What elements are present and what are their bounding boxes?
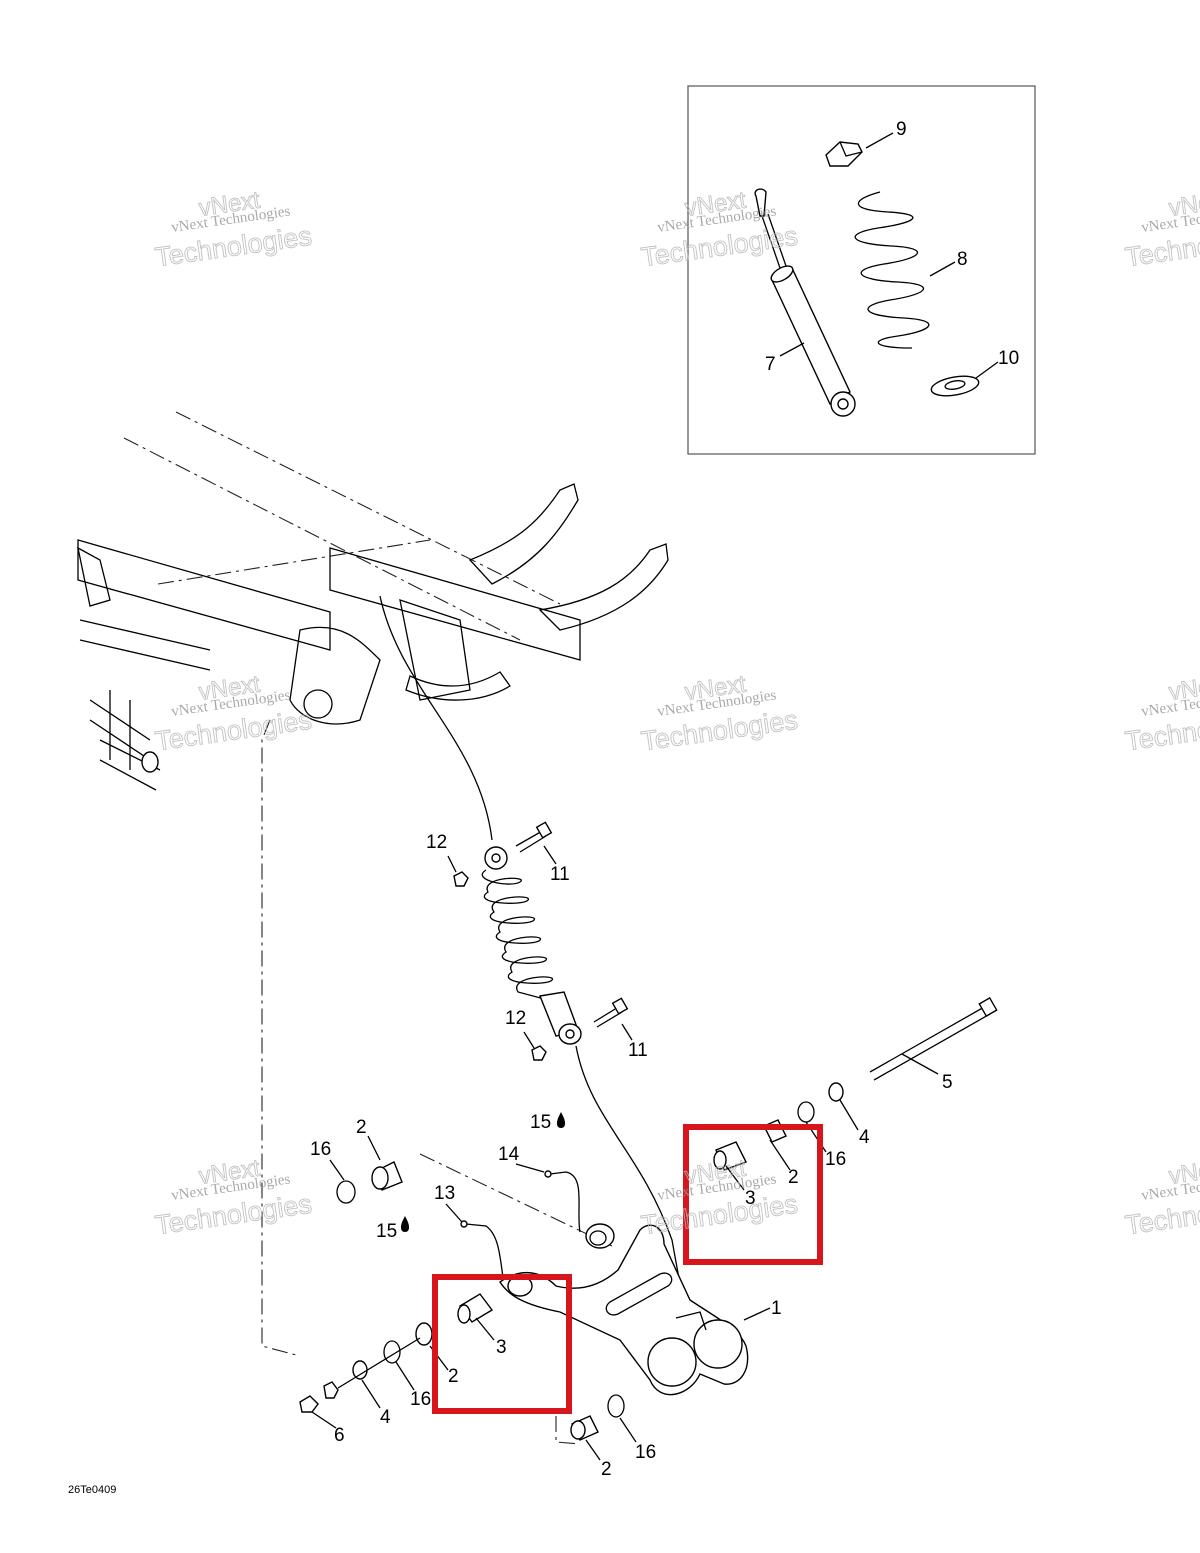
mount-leader-line [261,719,301,1357]
bushing-upper-right [713,1119,787,1171]
shock-lower-path [575,1045,685,1307]
lower-leader-line [555,1416,581,1445]
callout-label: 2 [448,1366,459,1387]
shock-spring-assembly [481,846,582,1045]
callout-label: 2 [356,1117,367,1138]
callout-label: 11 [628,1040,648,1061]
callout-label: 3 [496,1337,507,1358]
spring-cap-part [825,141,863,167]
callout-label: 14 [498,1144,520,1165]
grease-fitting-upper [544,1170,552,1178]
callout-label: 9 [896,119,907,140]
callout-label: 16 [825,1149,846,1170]
pivot-washer-part [828,1082,844,1102]
callout-label: 2 [788,1167,799,1188]
watermark-group: vNext vNext Technologies Technologies vN… [153,186,1200,1241]
swing-arm-part [499,1223,749,1396]
callout-label: 11 [550,864,570,885]
drawing-reference: 26Te0409 [68,1484,116,1496]
callout-label: 12 [505,1008,526,1029]
highlight-box-lower [432,1274,572,1414]
shock-nut-lower [531,1045,547,1061]
callout-labels: 9 8 7 10 12 11 12 11 5 4 16 15 14 2 3 2 … [310,119,1019,1480]
callout-label: 16 [635,1442,656,1463]
vehicle-frame [77,411,669,791]
shock-nut-upper [453,871,469,887]
callout-label: 15 [530,1112,551,1133]
shock-upper-path [379,595,493,841]
grease-drop-icon [556,1112,566,1128]
bushing-upper-left [336,1161,403,1204]
callout-label: 3 [745,1188,756,1209]
shock-bolt-lower [593,997,629,1028]
shock-absorber-part [754,188,856,417]
coil-spring-part [854,191,930,349]
callout-label: 4 [859,1127,870,1148]
callout-label: 5 [942,1072,953,1093]
callout-label: 4 [380,1407,391,1428]
callout-label: 6 [334,1425,345,1446]
inset-shock-detail [687,85,1036,455]
pivot-bolt-part [869,996,998,1081]
callout-label: 7 [765,354,776,375]
spring-seat-part [930,375,980,397]
bushing-lower [570,1394,625,1441]
highlight-box-upper [683,1124,823,1265]
grease-drop-icon [400,1216,410,1232]
callout-label: 2 [601,1459,612,1480]
callout-label: 8 [957,249,968,270]
bushing-lower-left [299,1293,494,1413]
grease-fitting-lower [460,1220,468,1228]
callout-label: 10 [998,348,1019,369]
callout-label: 13 [434,1183,455,1204]
callout-label: 15 [376,1221,397,1242]
callout-label: 16 [310,1139,331,1160]
callout-label: 12 [426,832,447,853]
callout-label: 1 [771,1298,782,1319]
callout-label: 16 [410,1389,431,1410]
grease-line-upper [549,1171,581,1233]
shock-bolt-upper [515,821,553,853]
o-ring-part [797,1101,815,1123]
